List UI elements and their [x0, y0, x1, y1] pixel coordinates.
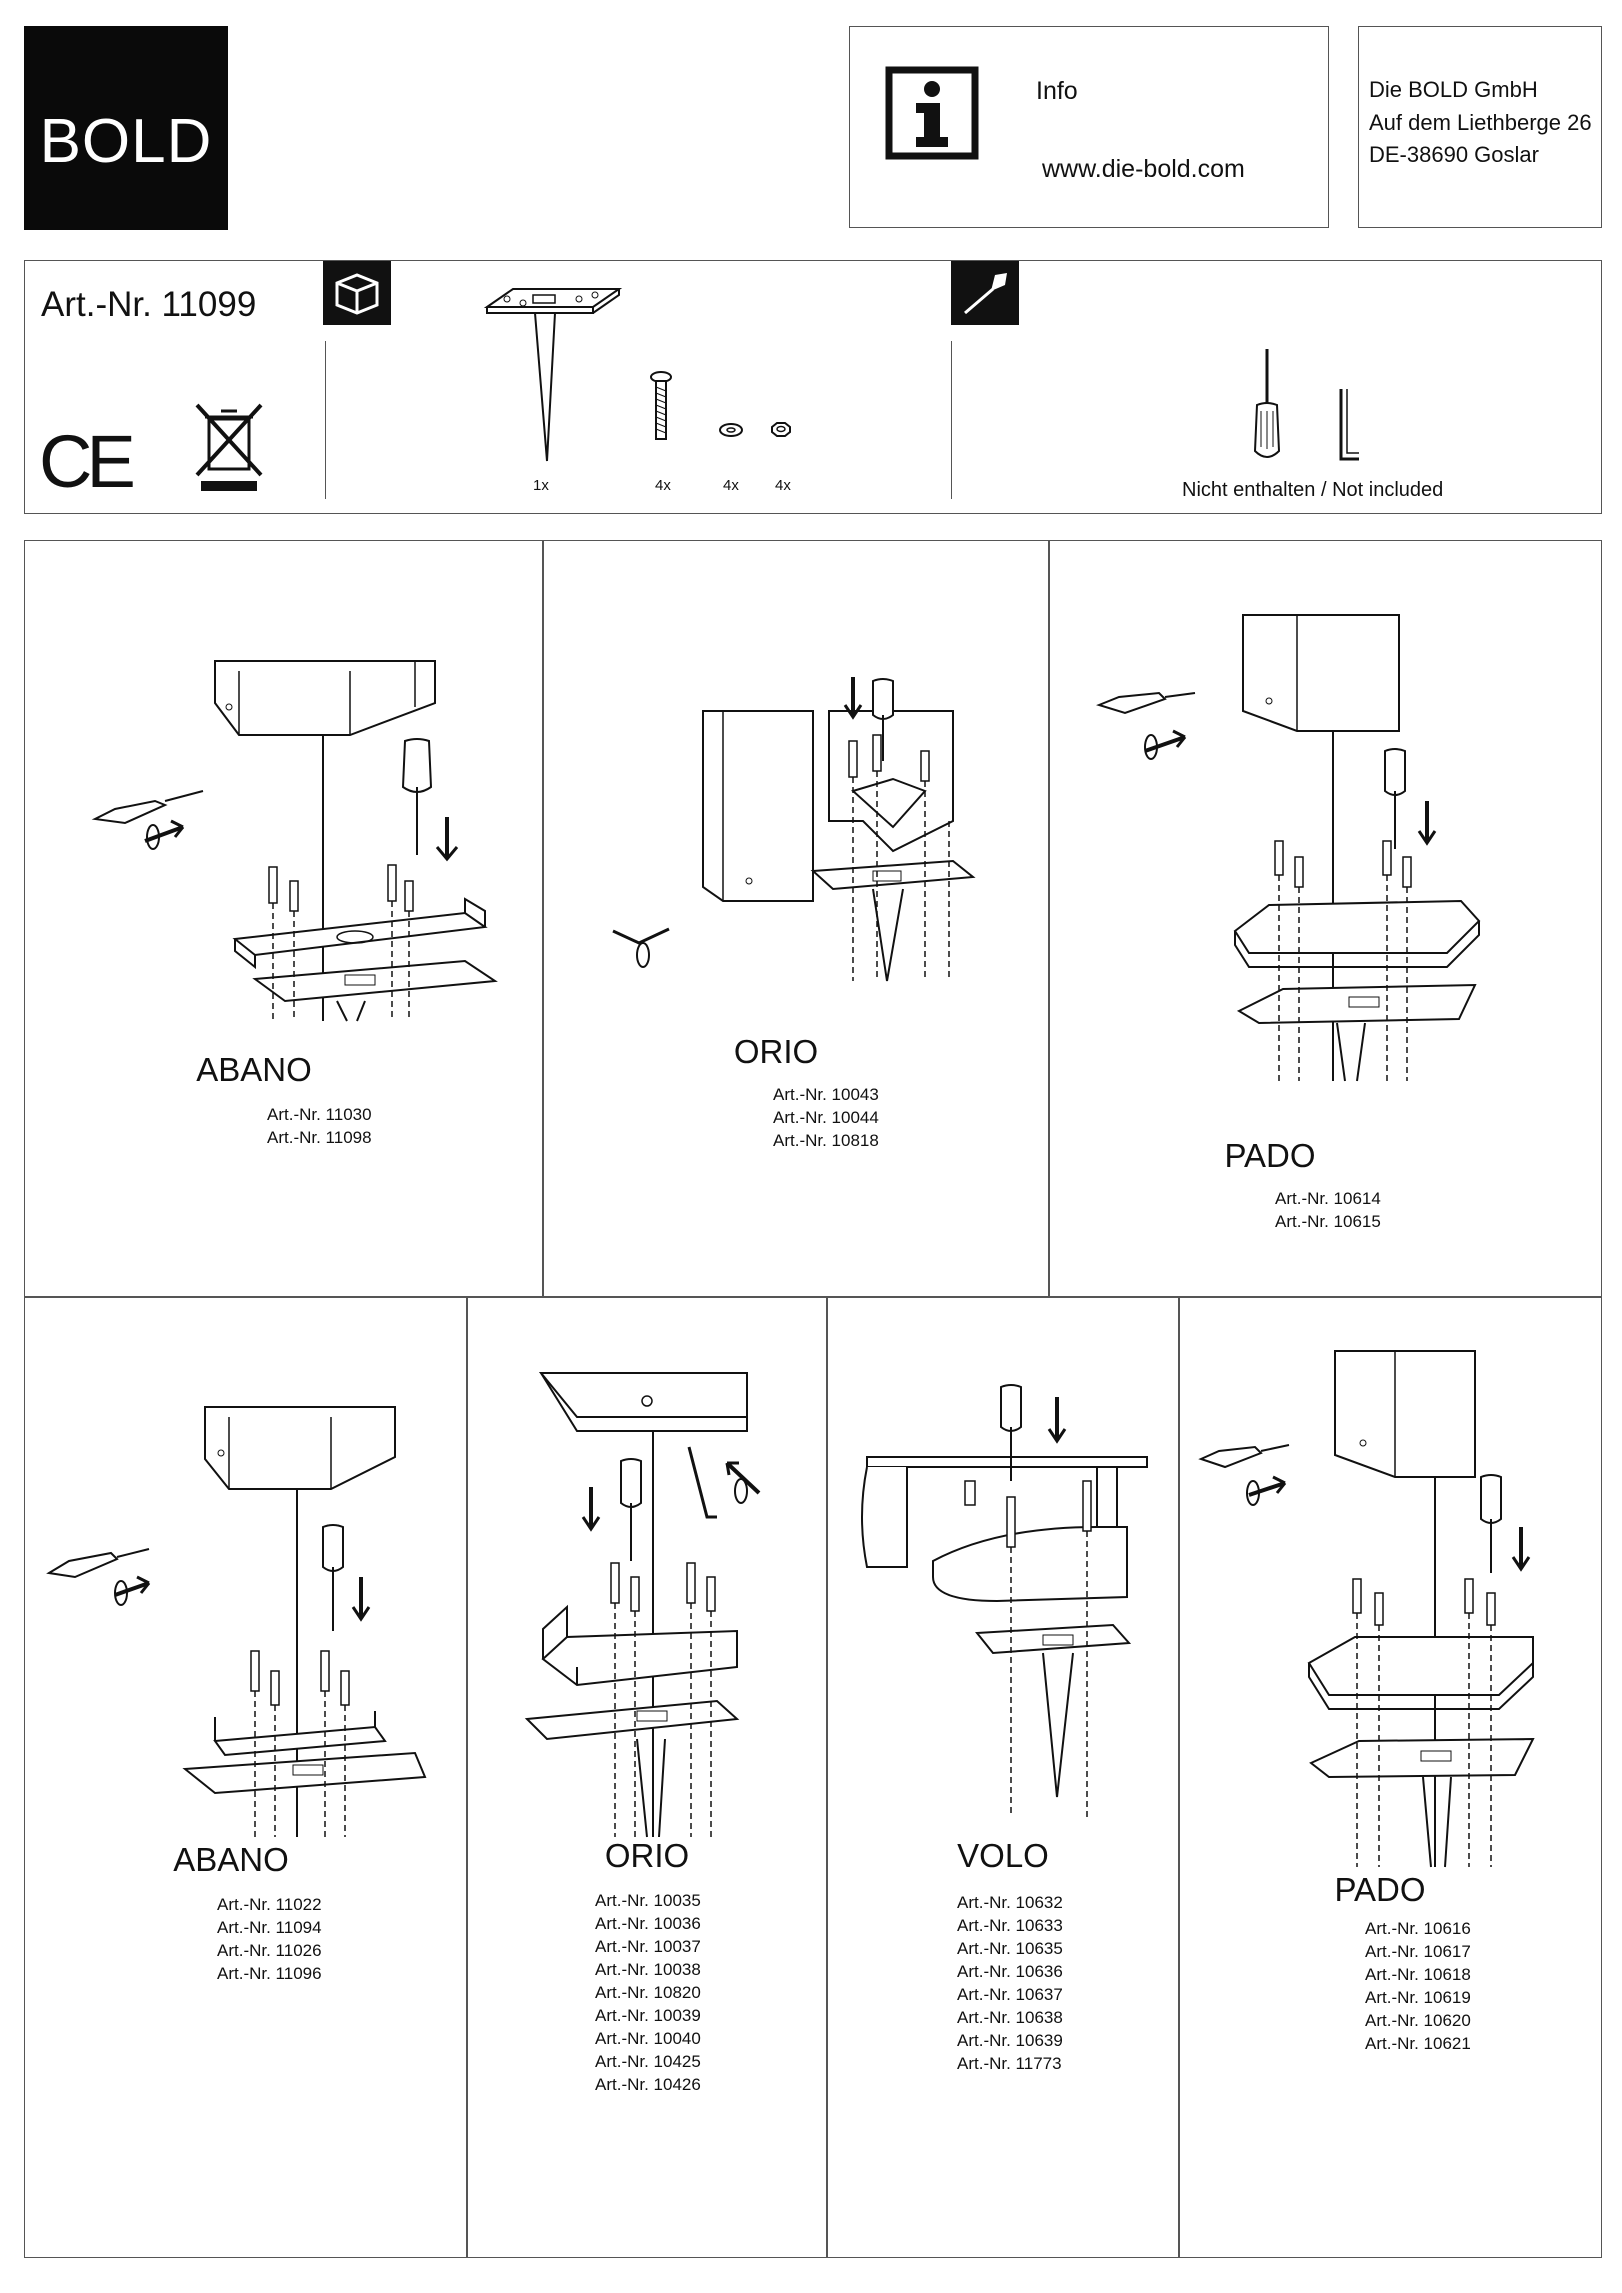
article-item: Art.-Nr. 10637	[957, 1985, 1063, 2004]
street-address: Auf dem Liethberge 26	[1369, 110, 1592, 135]
qty-washer: 4x	[723, 477, 739, 494]
article-item: Art.-Nr. 10639	[957, 2031, 1063, 2050]
company-name: Die BOLD GmbH	[1369, 77, 1538, 102]
article-item: Art.-Nr. 10638	[957, 2008, 1063, 2027]
article-item: Art.-Nr. 11022	[217, 1895, 322, 1914]
article-item: Art.-Nr. 11026	[217, 1941, 322, 1960]
article-item: Art.-Nr. 10632	[957, 1893, 1063, 1912]
article-list: Art.-Nr. 10035 Art.-Nr. 10036 Art.-Nr. 1…	[595, 1889, 701, 2096]
article-item: Art.-Nr. 10616	[1365, 1919, 1471, 1938]
panel-pado-1: PADO Art.-Nr. 10614 Art.-Nr. 10615	[1048, 540, 1602, 1298]
pado-assembly-drawing	[1095, 614, 1481, 1082]
info-icon	[885, 66, 979, 160]
panel-orio-2: ORIO Art.-Nr. 10035 Art.-Nr. 10036 Art.-…	[466, 1296, 828, 2258]
screw-part	[650, 371, 672, 440]
info-box: Info www.die-bold.com	[849, 26, 1329, 228]
article-item: Art.-Nr. 10620	[1365, 2011, 1471, 2030]
article-number: Art.-Nr. 11099	[41, 285, 257, 324]
orio-assembly-drawing	[612, 677, 976, 982]
parts-overview: Art.-Nr. 11099 CE 1x 4x 4x 4x	[24, 260, 1602, 514]
article-list: Art.-Nr. 10043 Art.-Nr. 10044 Art.-Nr. 1…	[773, 1083, 879, 1152]
article-item: Art.-Nr. 11030	[267, 1105, 372, 1124]
panel-pado-2: PADO Art.-Nr. 10616 Art.-Nr. 10617 Art.-…	[1178, 1296, 1602, 2258]
qty-nut: 4x	[775, 477, 791, 494]
article-item: Art.-Nr. 10621	[1365, 2034, 1471, 2053]
panel-abano-2: ABANO Art.-Nr. 11022 Art.-Nr. 11094 Art.…	[24, 1296, 468, 2258]
article-item: Art.-Nr. 10425	[595, 2052, 701, 2071]
washer-part	[719, 423, 743, 437]
article-item: Art.-Nr. 10040	[595, 2029, 701, 2048]
abano-assembly-drawing	[91, 660, 498, 1022]
article-item: Art.-Nr. 10038	[595, 1960, 701, 1979]
article-list: Art.-Nr. 10632 Art.-Nr. 10633 Art.-Nr. 1…	[957, 1891, 1063, 2075]
nut-part	[771, 422, 791, 437]
qty-spike: 1x	[533, 477, 549, 494]
article-item: Art.-Nr. 10636	[957, 1962, 1063, 1981]
article-item: Art.-Nr. 10635	[957, 1939, 1063, 1958]
article-item: Art.-Nr. 11096	[217, 1964, 322, 1983]
article-item: Art.-Nr. 11098	[267, 1128, 372, 1147]
abano-assembly-drawing	[46, 1406, 427, 1837]
info-label: Info	[1036, 77, 1078, 105]
article-item: Art.-Nr. 11773	[957, 2054, 1062, 2073]
article-list: Art.-Nr. 10616 Art.-Nr. 10617 Art.-Nr. 1…	[1365, 1917, 1471, 2055]
article-item: Art.-Nr. 10618	[1365, 1965, 1471, 1984]
crossed-bin-icon	[195, 403, 263, 491]
article-list: Art.-Nr. 11022 Art.-Nr. 11094 Art.-Nr. 1…	[217, 1893, 322, 1985]
article-list: Art.-Nr. 11030 Art.-Nr. 11098	[267, 1103, 372, 1149]
article-item: Art.-Nr. 10619	[1365, 1988, 1471, 2007]
panel-title: ABANO	[196, 1051, 312, 1088]
panel-title: ORIO	[733, 1033, 819, 1070]
screwdriver-tool	[1253, 349, 1281, 458]
city-address: DE-38690 Goslar	[1369, 142, 1539, 167]
article-item: Art.-Nr. 10615	[1275, 1212, 1381, 1231]
article-item: Art.-Nr. 10037	[595, 1937, 701, 1956]
article-item: Art.-Nr. 10426	[595, 2075, 701, 2094]
allen-key-tool	[1339, 389, 1359, 461]
volo-assembly-drawing	[861, 1384, 1148, 1817]
article-item: Art.-Nr. 10039	[595, 2006, 701, 2025]
panel-title: ABANO	[173, 1841, 289, 1878]
box-icon	[323, 261, 391, 325]
panel-abano-1: ABANO Art.-Nr. 11030 Art.-Nr. 11098	[24, 540, 544, 1298]
screwdriver-icon	[951, 261, 1019, 325]
ce-mark: CE	[39, 420, 136, 503]
pado-assembly-drawing	[1198, 1350, 1535, 1868]
article-item: Art.-Nr. 10818	[773, 1131, 879, 1150]
panel-title: PADO	[1334, 1871, 1426, 1908]
article-item: Art.-Nr. 10044	[773, 1108, 879, 1127]
bold-logo: BOLD	[24, 26, 228, 230]
article-item: Art.-Nr. 10820	[595, 1983, 701, 2002]
panel-title: PADO	[1224, 1137, 1316, 1174]
qty-screw: 4x	[655, 477, 671, 494]
not-included-note: Nicht enthalten / Not included	[1182, 479, 1444, 501]
article-item: Art.-Nr. 10614	[1275, 1189, 1381, 1208]
article-item: Art.-Nr. 10633	[957, 1916, 1063, 1935]
article-item: Art.-Nr. 10043	[773, 1085, 879, 1104]
panel-volo: VOLO Art.-Nr. 10632 Art.-Nr. 10633 Art.-…	[826, 1296, 1180, 2258]
panel-title: VOLO	[957, 1837, 1049, 1874]
panel-orio-1: ORIO Art.-Nr. 10043 Art.-Nr. 10044 Art.-…	[542, 540, 1050, 1298]
article-item: Art.-Nr. 11094	[217, 1918, 322, 1937]
article-list: Art.-Nr. 10614 Art.-Nr. 10615	[1275, 1187, 1381, 1233]
article-item: Art.-Nr. 10036	[595, 1914, 701, 1933]
website-link[interactable]: www.die-bold.com	[1042, 155, 1245, 183]
article-item: Art.-Nr. 10617	[1365, 1942, 1471, 1961]
logo-text: BOLD	[39, 107, 213, 176]
address-box: Die BOLD GmbH Auf dem Liethberge 26 DE-3…	[1358, 26, 1602, 228]
article-item: Art.-Nr. 10035	[595, 1891, 701, 1910]
ground-spike-part	[483, 288, 623, 462]
orio-assembly-drawing	[524, 1372, 761, 1838]
panel-title: ORIO	[604, 1837, 690, 1874]
